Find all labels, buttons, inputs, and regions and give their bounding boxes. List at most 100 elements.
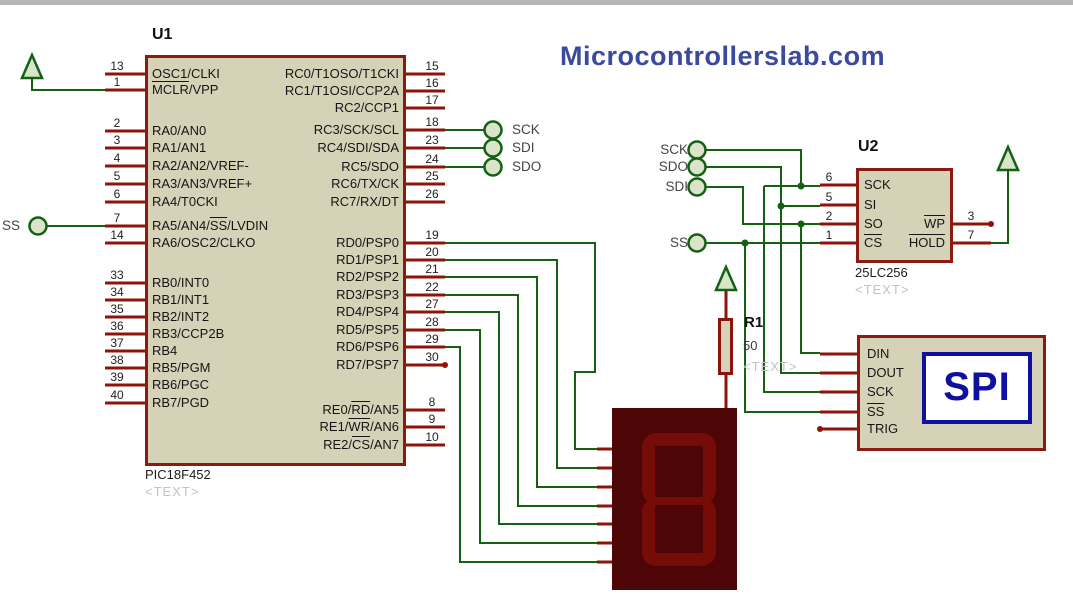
terminal-label-sdo-u2: SDO — [658, 159, 688, 174]
wire-sck-to-debugger — [763, 186, 820, 393]
spi-logo-text: SPI — [943, 365, 1011, 409]
pin-number: 14 — [110, 228, 124, 242]
pin-number: 37 — [110, 336, 124, 350]
pin-label: MCLR/VPP — [152, 82, 219, 97]
wire-hold-to-vcc — [991, 170, 1009, 244]
terminal-icon-sdi-u2 — [687, 177, 707, 197]
debugger-pin-label: SS — [867, 404, 885, 419]
pin-number: 2 — [113, 116, 121, 130]
terminal-icon-sck-u2 — [687, 140, 707, 160]
pin-label: RA0/AN0 — [152, 123, 207, 138]
pin-number: 7 — [113, 211, 121, 225]
pin-label: RC3/SCK/SCL — [313, 122, 399, 137]
pin-number: 33 — [110, 268, 124, 282]
pin-number: 38 — [110, 353, 124, 367]
wire-rd3-segment — [445, 294, 612, 507]
u2-ref-label: U2 — [858, 138, 879, 155]
pin-number: 23 — [425, 133, 439, 147]
terminal-icon-sdi-u1 — [483, 138, 503, 158]
wire-ss-to-debugger — [744, 243, 820, 413]
wire-rd5-segment — [445, 329, 612, 544]
pin-number: 5 — [825, 190, 833, 204]
pin-label: RC0/T1OSO/T1CKI — [284, 66, 399, 81]
pin-stubs — [105, 72, 991, 564]
pin-number: 7 — [967, 228, 975, 242]
u2-left-stubs — [820, 183, 856, 245]
terminal-label-sck-u2: SCK — [660, 142, 688, 157]
pin-label: RB2/INT2 — [152, 309, 210, 324]
pin-number: 29 — [425, 332, 439, 346]
terminal-label-ss-left: SS — [2, 218, 21, 233]
pin-number: 20 — [425, 245, 439, 259]
pin-label: RC7/RX/DT — [330, 194, 399, 209]
pin-number: 24 — [425, 152, 439, 166]
pin-label: RB7/PGD — [152, 395, 210, 410]
pin-number: 6 — [825, 170, 833, 184]
junction-dots — [741, 182, 805, 247]
pin-label: RB4 — [152, 343, 178, 358]
pin-label: RD4/PSP4 — [336, 304, 399, 319]
seven-segment-display — [612, 408, 737, 590]
terminal-icon-ss-u2 — [687, 233, 707, 253]
pin-number: 39 — [110, 370, 124, 384]
pin-label: RA6/OSC2/CLKO — [152, 235, 256, 250]
pin-number: 25 — [425, 169, 439, 183]
pin-end-dot — [817, 426, 823, 432]
u2-part-name: 25LC256 — [855, 265, 908, 280]
pin-number: 27 — [425, 297, 439, 311]
r1-resistor-body — [718, 318, 733, 375]
pin-number: 6 — [113, 187, 121, 201]
pin-number: 3 — [967, 209, 975, 223]
pin-label: OSC1/CLKI — [152, 66, 220, 81]
debugger-pin-label: DIN — [867, 346, 890, 361]
pin-number: 1 — [113, 75, 121, 89]
power-arrow-icon — [996, 143, 1020, 172]
u1-left-stubs — [105, 72, 146, 405]
power-arrow-icon — [714, 263, 738, 292]
pin-number: 35 — [110, 302, 124, 316]
u2-text-placeholder: <TEXT> — [855, 282, 910, 297]
pin-label: RC1/T1OSI/CCP2A — [284, 83, 399, 98]
pin-number: 36 — [110, 319, 124, 333]
pin-label: RB6/PGC — [152, 377, 210, 392]
pin-label: RD2/PSP2 — [336, 269, 399, 284]
u2-right-stubs — [952, 222, 991, 245]
pin-label: RC2/CCP1 — [334, 100, 399, 115]
pin-number: 1 — [825, 228, 833, 242]
pin-label: CS — [864, 235, 883, 250]
pin-number: 9 — [428, 412, 436, 426]
u1-right-stubs — [405, 72, 445, 447]
pin-number: 2 — [825, 209, 833, 223]
pin-label: RD7/PSP7 — [336, 357, 399, 372]
wire-sdo-to-si-dout — [706, 166, 820, 374]
window-edge — [0, 0, 1073, 5]
pin-number: 16 — [425, 76, 439, 90]
pin-number: 21 — [425, 262, 439, 276]
wire-rd1-segment — [445, 259, 612, 469]
pin-label: RC6/TX/CK — [331, 176, 399, 191]
power-arrows — [20, 51, 1020, 292]
junction-dot — [797, 220, 805, 228]
pin-number: 26 — [425, 187, 439, 201]
junction-dot — [741, 239, 749, 247]
pin-label: RD6/PSP6 — [336, 339, 399, 354]
pin-label: RC5/SDO — [341, 159, 399, 174]
pin-label: SI — [864, 197, 877, 212]
debugger-stubs — [820, 352, 857, 431]
pin-label: RB1/INT1 — [152, 292, 210, 307]
u1-part-name: PIC18F452 — [145, 467, 211, 482]
r1-value: 50 — [743, 338, 758, 353]
r1-text-placeholder: <TEXT> — [743, 359, 798, 374]
terminal-icon-sck-u1 — [483, 120, 503, 140]
pin-number: 15 — [425, 59, 439, 73]
u1-ref-label: U1 — [152, 26, 173, 43]
terminal-label-sdi-u2: SDI — [665, 179, 688, 194]
pin-label: SO — [864, 216, 883, 231]
spi-logo-box: SPI — [922, 352, 1032, 424]
pin-number: 3 — [113, 133, 121, 147]
